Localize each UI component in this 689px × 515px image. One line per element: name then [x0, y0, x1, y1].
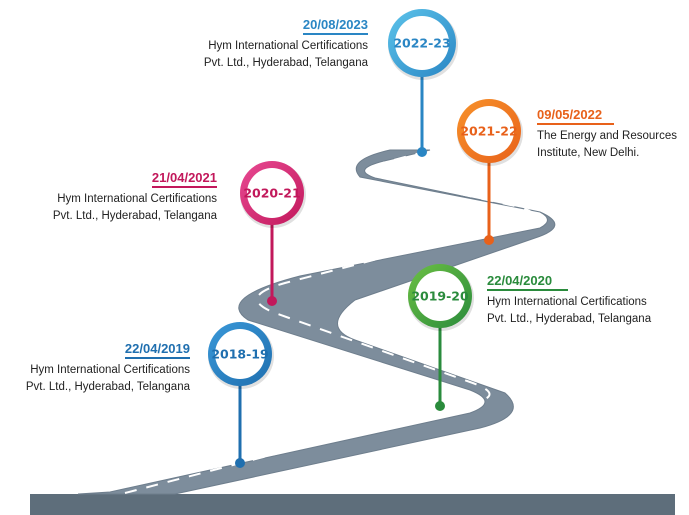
pin-face: [395, 16, 449, 70]
milestone-date: 22/04/2019: [124, 341, 190, 359]
milestone-line-2: Pvt. Ltd., Hyderabad, Telangana: [203, 57, 368, 69]
pin-base-dot: [235, 458, 245, 468]
pin-face: [415, 271, 465, 321]
pin-face: [464, 106, 514, 156]
milestone-date: 09/05/2022: [537, 107, 615, 125]
milestone-line-1: Hym International Certifications: [57, 193, 217, 205]
pin-year-label: 2022-23: [393, 36, 450, 51]
milestone-date: 20/08/2023: [302, 17, 368, 35]
pin-year-label: 2021-22: [460, 124, 517, 139]
milestone-line-2: Pvt. Ltd., Hyderabad, Telangana: [487, 313, 652, 325]
milestone-line-2: Pvt. Ltd., Hyderabad, Telangana: [25, 381, 190, 393]
winding-road: [77, 149, 556, 495]
milestone-entry-2022-23: 20/08/2023 Hym International Certificati…: [118, 16, 368, 72]
milestone-date: 22/04/2020: [487, 273, 569, 291]
milestone-line-1: Hym International Certifications: [30, 364, 190, 376]
milestone-pin-2020-21: 2020-21: [240, 161, 306, 306]
pin-base-dot: [267, 296, 277, 306]
milestone-pin-2019-20: 2019-20: [408, 264, 474, 411]
milestone-entry-2020-21: 21/04/2021 Hym International Certificati…: [0, 169, 217, 225]
milestone-line-1: Hym International Certifications: [208, 40, 368, 52]
pin-face: [215, 329, 265, 379]
pin-face: [247, 168, 297, 218]
milestone-pins: 2018-19 2019-20 2020-21 2021-22 2022-23: [208, 9, 523, 468]
pin-base-dot: [417, 147, 427, 157]
pin-year-label: 2020-21: [243, 186, 300, 201]
milestone-entry-2018-19: 22/04/2019 Hym International Certificati…: [0, 340, 190, 396]
milestone-pin-2021-22: 2021-22: [457, 99, 523, 245]
milestone-entry-2021-22: 09/05/2022 The Energy and Resources Inst…: [537, 106, 687, 162]
ground-bar: [30, 494, 675, 515]
milestone-entry-2019-20: 22/04/2020 Hym International Certificati…: [487, 272, 682, 328]
pin-base-dot: [484, 235, 494, 245]
milestone-line-1: The Energy and Resources: [537, 130, 677, 142]
milestone-pin-2022-23: 2022-23: [388, 9, 458, 157]
pin-base-dot: [435, 401, 445, 411]
milestone-line-1: Hym International Certifications: [487, 296, 647, 308]
pin-year-label: 2018-19: [211, 347, 268, 362]
milestone-line-2: Institute, New Delhi.: [537, 147, 640, 159]
milestone-date: 21/04/2021: [151, 170, 217, 188]
pin-year-label: 2019-20: [411, 289, 469, 304]
road-center-dashes: [124, 152, 534, 494]
milestone-pin-2018-19: 2018-19: [208, 322, 274, 468]
milestone-line-2: Pvt. Ltd., Hyderabad, Telangana: [52, 210, 217, 222]
